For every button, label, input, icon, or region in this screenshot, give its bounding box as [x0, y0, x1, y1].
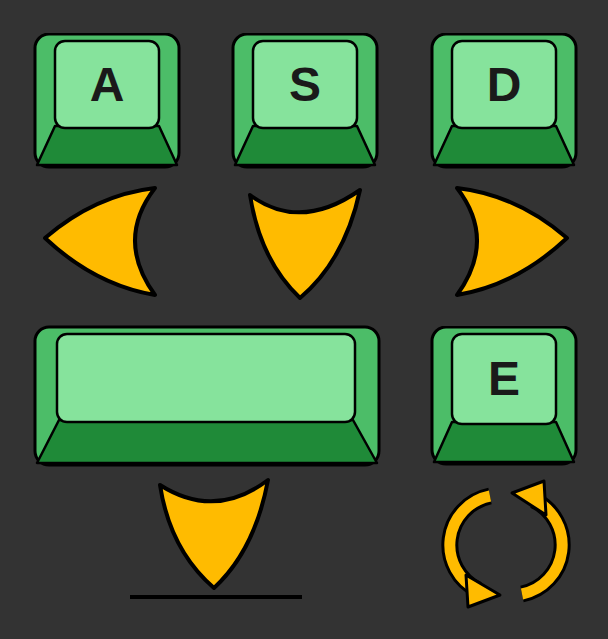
ground-line [130, 595, 302, 599]
key-cap: A [33, 33, 181, 169]
key-face [452, 334, 556, 424]
left-arrow [45, 188, 155, 295]
spacebar-key [35, 327, 379, 465]
key-bevel [434, 422, 574, 462]
rotate-head [466, 575, 500, 607]
key-label: S [289, 61, 321, 109]
key-label: E [488, 355, 520, 403]
key-cap: E [430, 326, 578, 466]
key-body [233, 34, 377, 167]
spacebar-bevel [37, 420, 377, 463]
key-cap: S [231, 33, 379, 169]
key-bevel [37, 126, 177, 165]
spacebar-body [35, 327, 379, 465]
key-face [253, 41, 357, 128]
down-arrow [250, 190, 360, 298]
key-face [452, 41, 556, 128]
rotate-head [512, 481, 546, 515]
rotate-icon [450, 481, 562, 607]
key-label: A [90, 61, 125, 109]
spacebar-face [57, 334, 355, 422]
key-bevel [434, 126, 574, 165]
key-cap: D [430, 33, 578, 169]
key-body [432, 327, 576, 464]
key-face-area: A [55, 41, 159, 128]
key-face [55, 41, 159, 128]
key-face-area: D [452, 41, 556, 128]
key-face-area: E [452, 334, 556, 424]
key-face-area: S [253, 41, 357, 128]
key-body [432, 34, 576, 167]
key-label: D [487, 61, 522, 109]
key-body [35, 34, 179, 167]
direction-arrows [45, 188, 567, 588]
right-arrow [457, 188, 567, 295]
key-bevel [235, 126, 375, 165]
drop-arrow [160, 480, 268, 588]
